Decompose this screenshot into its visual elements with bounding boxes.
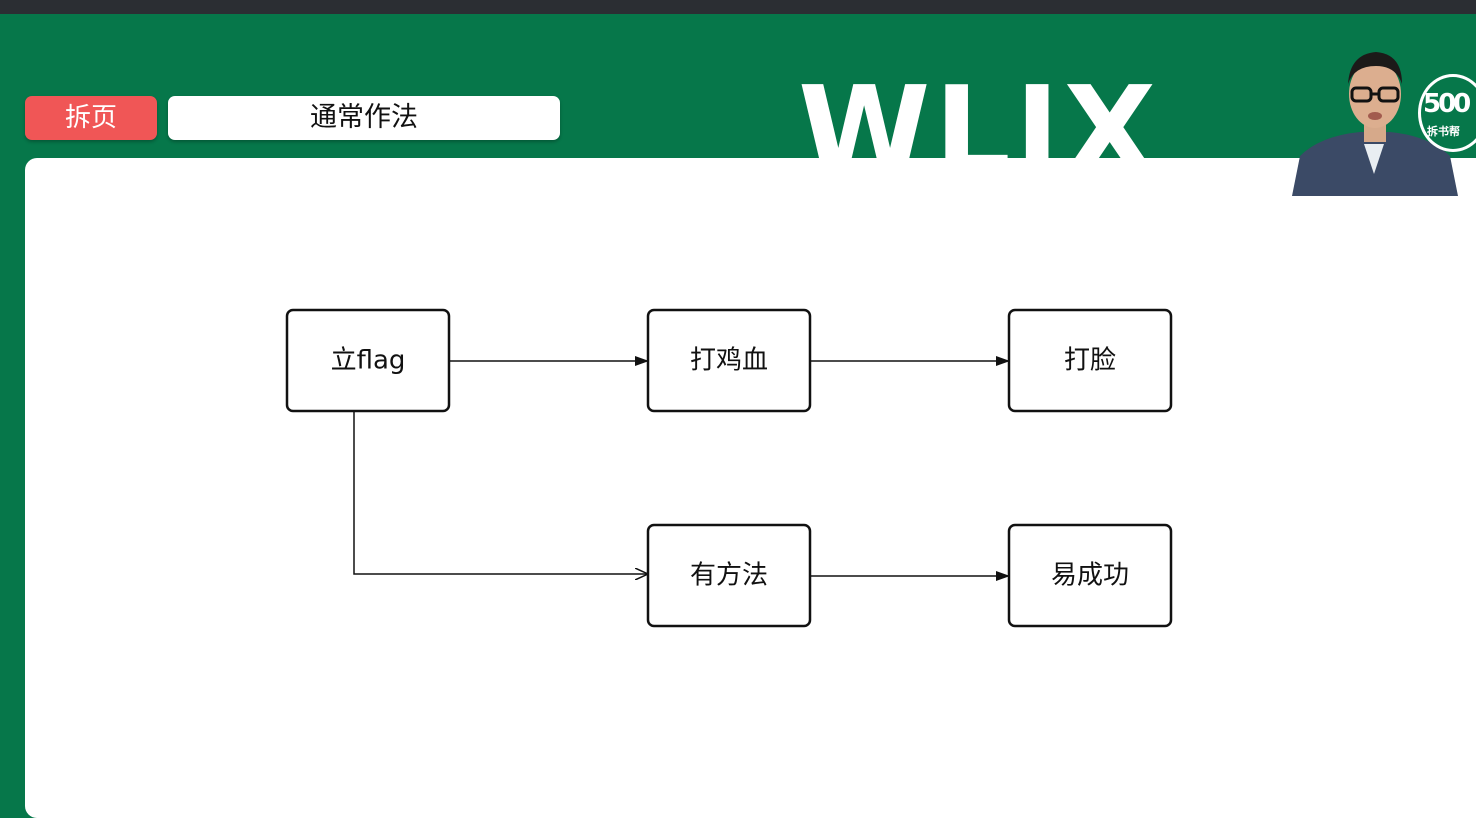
node-success: 易成功 xyxy=(1007,523,1173,628)
node-flag-label: 立flag xyxy=(331,346,406,376)
logo-number: 500 xyxy=(1423,89,1471,119)
node-slap-label: 打脸 xyxy=(1064,346,1116,376)
node-method-label: 有方法 xyxy=(690,561,768,591)
slide-canvas xyxy=(25,158,1476,818)
node-motivate: 打鸡血 xyxy=(646,308,812,413)
node-flag: 立flag xyxy=(285,308,451,413)
presenter-image xyxy=(1292,52,1458,196)
slide-title: 通常作法 xyxy=(168,96,560,140)
background-watermark: WLIX xyxy=(798,72,1160,158)
node-slap: 打脸 xyxy=(1007,308,1173,413)
brand-logo: 500 拆书帮 xyxy=(1418,74,1476,152)
flow-diagram: 立flag 打鸡血 打脸 有方法 易成功 xyxy=(285,308,1173,628)
presenter-video xyxy=(1290,44,1458,196)
window-top-bar xyxy=(0,0,1476,14)
logo-text: 拆书帮 xyxy=(1427,125,1460,138)
node-motivate-label: 打鸡血 xyxy=(690,346,768,376)
slide-tag: 拆页 xyxy=(25,96,157,140)
node-success-label: 易成功 xyxy=(1051,561,1129,591)
node-method: 有方法 xyxy=(646,523,812,628)
edge-flag-to-method xyxy=(353,412,648,574)
